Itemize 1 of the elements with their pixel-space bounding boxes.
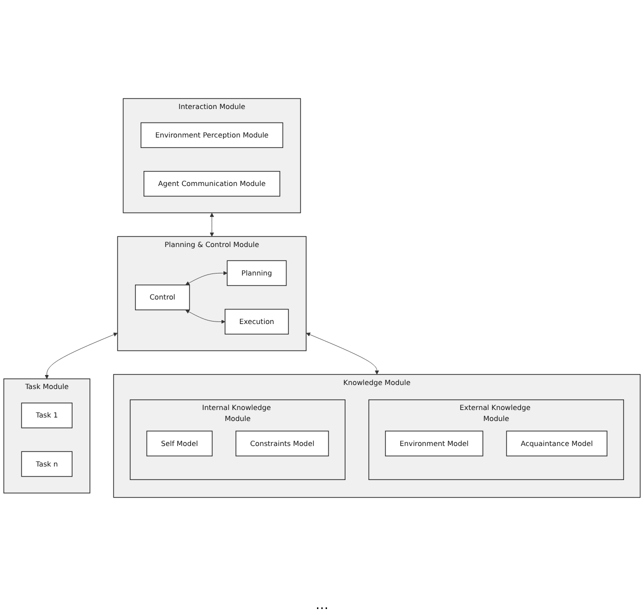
- ellipsis-label: …: [316, 598, 328, 613]
